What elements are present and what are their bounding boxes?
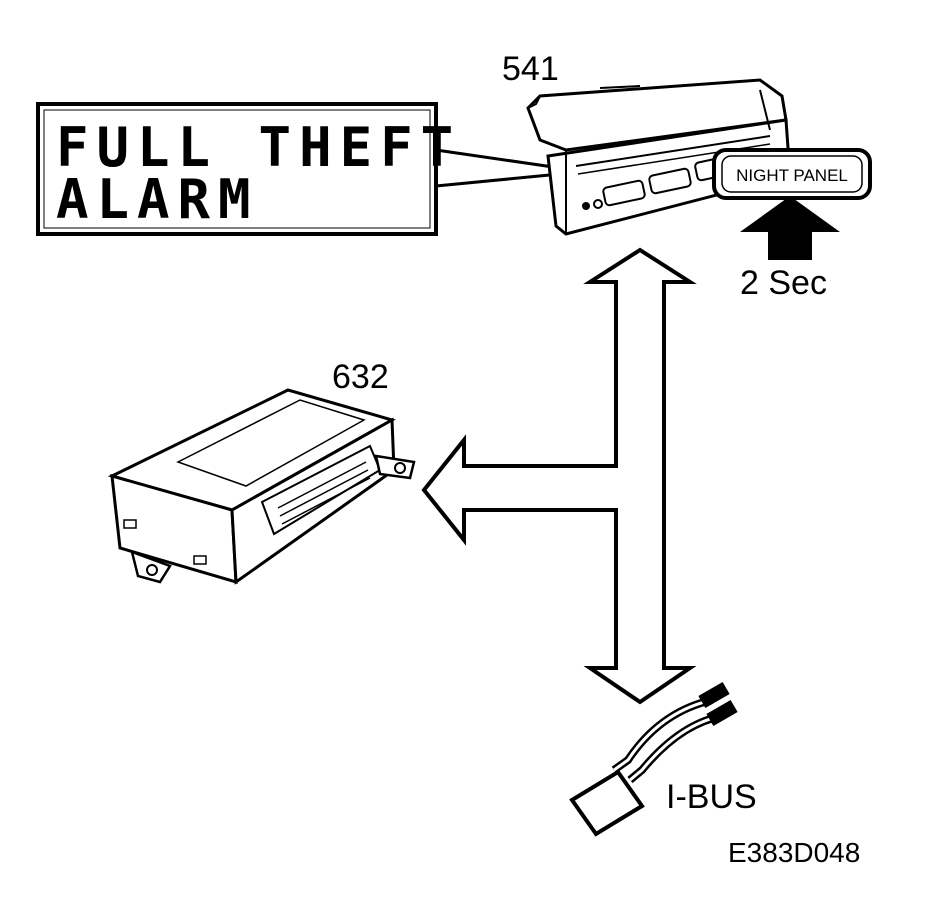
display-line-1: FULL THEFT bbox=[56, 116, 461, 179]
instrument-cluster-541 bbox=[526, 78, 792, 236]
press-time-label: 2 Sec bbox=[740, 264, 827, 302]
label-632: 632 bbox=[332, 358, 389, 396]
bus-arrows bbox=[421, 247, 697, 705]
figure-code: E383D048 bbox=[728, 837, 860, 868]
night-panel-button: NIGHT PANEL bbox=[712, 148, 872, 200]
control-module-632 bbox=[107, 388, 416, 585]
ibus-connector bbox=[569, 681, 738, 837]
label-541: 541 bbox=[502, 50, 559, 88]
night-panel-label: NIGHT PANEL bbox=[736, 166, 848, 185]
press-arrow bbox=[740, 196, 840, 260]
display-callout: FULL THEFT ALARM bbox=[36, 102, 561, 236]
label-ibus: I-BUS bbox=[666, 778, 757, 816]
display-line-2: ALARM bbox=[56, 168, 259, 231]
